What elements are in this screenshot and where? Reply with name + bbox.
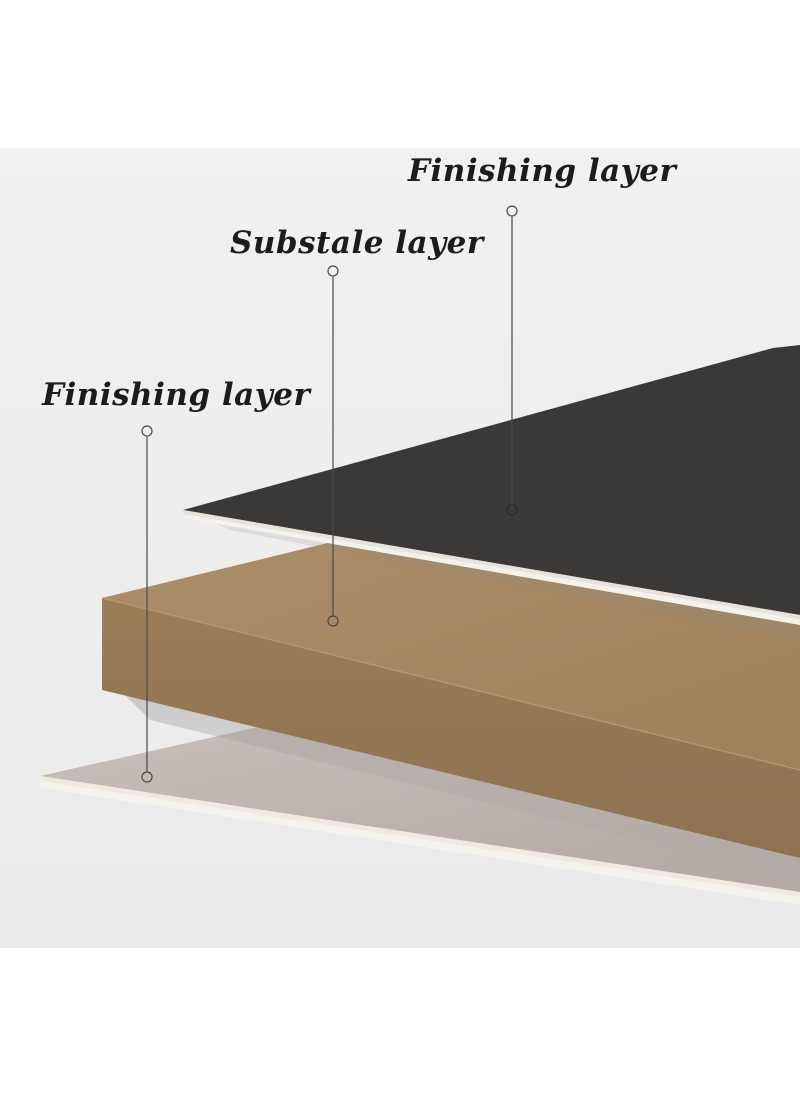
callout-substrate — [327, 265, 339, 627]
substrate-shadow — [120, 690, 800, 880]
anchor-dot-top-finishing-label — [506, 205, 518, 217]
callout-top-finishing — [506, 205, 518, 516]
anchor-dot-top-finishing-layer — [506, 504, 518, 516]
bottom-finishing-layer — [40, 727, 800, 905]
callout-bottom-finishing — [141, 425, 153, 783]
substrate-layer — [101, 540, 800, 858]
anchor-dot-substrate-label — [327, 265, 339, 277]
label-top-finishing-layer: Finishing layer — [407, 153, 678, 189]
anchor-dot-substrate-layer — [327, 615, 339, 627]
label-substrate-layer: Substale layer — [230, 225, 486, 261]
top-finishing-layer — [183, 345, 800, 625]
label-bottom-finishing-layer: Finishing layer — [41, 377, 312, 413]
anchor-dot-bottom-finishing-layer — [141, 771, 153, 783]
anchor-dot-bottom-finishing-label — [141, 425, 153, 437]
